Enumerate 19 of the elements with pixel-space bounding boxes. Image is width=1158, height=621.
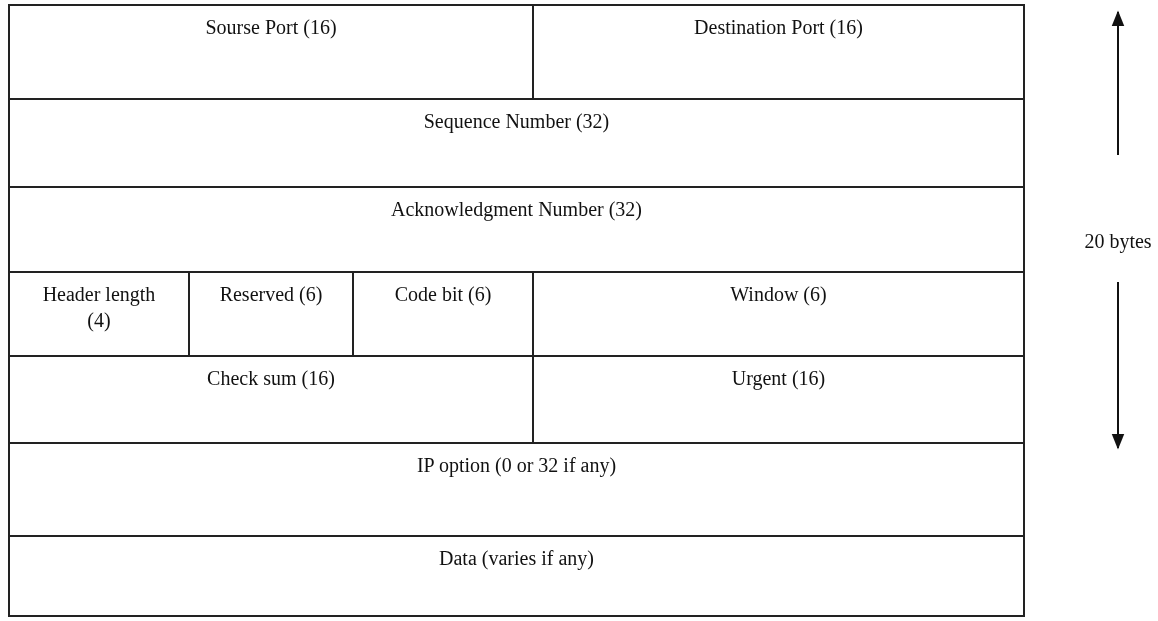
field-label: Destination Port (16) [694, 15, 863, 40]
field-label: Code bit (6) [394, 282, 492, 307]
field-cell [8, 535, 1025, 617]
field-cell [8, 98, 1025, 188]
field-label: Urgent (16) [731, 366, 826, 391]
field-label: Reserved (6) [219, 282, 323, 307]
field-label: Sourse Port (16) [205, 15, 337, 40]
dimension-label: 20 bytes [1083, 229, 1153, 254]
field-cell [532, 4, 1025, 100]
field-label: Data (varies if any) [439, 546, 594, 571]
field-label: Window (6) [730, 282, 827, 307]
field-label: Acknowledgment Number (32) [390, 197, 642, 222]
field-label: Header length (4) [41, 282, 157, 333]
field-label: Sequence Number (32) [423, 109, 610, 134]
field-cell [8, 186, 1025, 273]
field-cell [8, 4, 534, 100]
field-label: Check sum (16) [207, 366, 335, 391]
field-label: IP option (0 or 32 if any) [416, 453, 617, 478]
field-cell [8, 442, 1025, 537]
